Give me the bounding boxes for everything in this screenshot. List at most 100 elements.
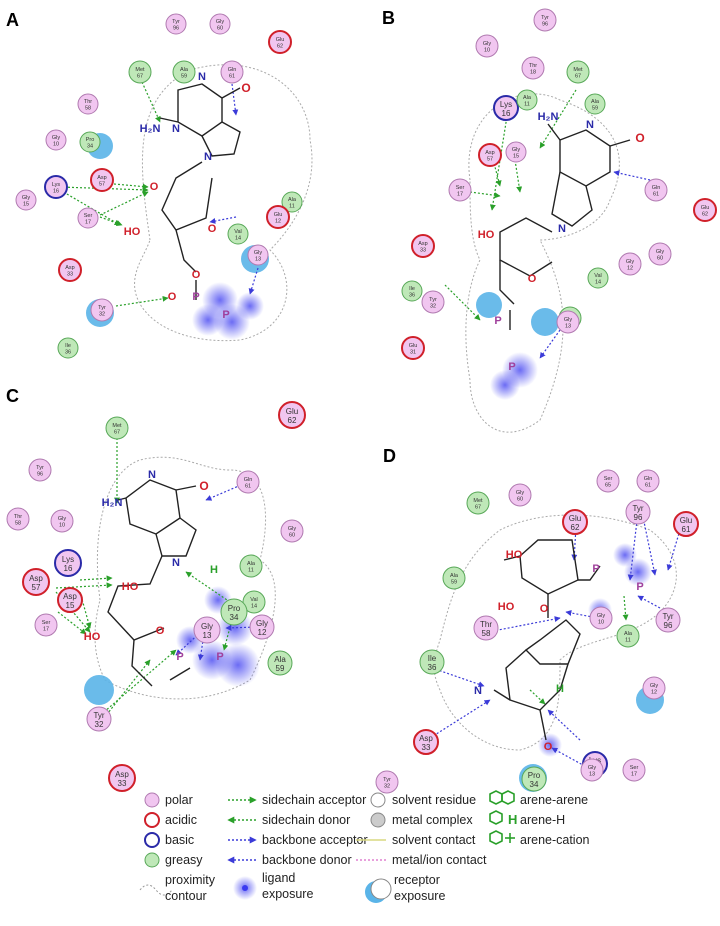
residue-name: Asp	[97, 175, 106, 181]
residue-number: 96	[664, 621, 673, 630]
residue-disc	[693, 198, 717, 222]
residue-name: Val	[250, 597, 258, 603]
residue-disc	[493, 95, 519, 121]
residue-disc	[616, 624, 640, 648]
residue-disc	[636, 469, 660, 493]
residue-disc	[77, 93, 99, 115]
svg-text:P: P	[192, 291, 199, 303]
exposure-blobs	[84, 133, 664, 792]
svg-text:H₂N: H₂N	[538, 111, 559, 123]
residue-disc	[448, 178, 472, 202]
svg-text:HO: HO	[478, 229, 495, 241]
residue-disc	[239, 554, 263, 578]
residue-number: 32	[384, 784, 390, 790]
residue-disc	[281, 191, 303, 213]
residue-number: 15	[23, 202, 29, 208]
residue-number: 62	[288, 416, 297, 425]
svg-text:O: O	[241, 81, 250, 95]
residue-number: 33	[118, 779, 127, 788]
residue-number: 61	[245, 484, 251, 490]
residue-name: Pro	[228, 604, 241, 613]
residue-name: Gly	[254, 250, 263, 256]
residue-name: Pro	[86, 137, 95, 143]
residue-number: 61	[229, 74, 235, 80]
residue-disc	[247, 244, 269, 266]
residue-name: Gly	[564, 317, 573, 323]
residue-disc	[622, 758, 646, 782]
residue-name: Lys	[52, 182, 61, 188]
residue-number: 67	[575, 74, 581, 80]
residue-disc	[278, 401, 306, 429]
residue-number: 13	[565, 324, 571, 330]
residue-disc	[227, 223, 249, 245]
residue-name: Thr	[84, 99, 92, 105]
panel-label-d: D	[383, 446, 396, 466]
legend-label-sidechain-donor: sidechain donor	[262, 813, 350, 827]
residue-number: 59	[276, 664, 285, 673]
residue-number: 62	[702, 212, 708, 218]
residue-name: Glu	[276, 37, 285, 43]
svg-text:O: O	[540, 603, 549, 615]
legend-label-solvent-residue: solvent residue	[392, 793, 476, 807]
residue-name: Ala	[288, 197, 297, 203]
panel-label-b: B	[382, 8, 395, 28]
residue-number: 58	[15, 521, 21, 527]
legend-label-solvent-contact: solvent contact	[392, 833, 476, 847]
svg-text:HO: HO	[122, 581, 139, 593]
residue-name: Gly	[288, 526, 297, 532]
residue-number: 34	[230, 613, 239, 622]
residue-disc	[105, 416, 129, 440]
residue-number: 34	[530, 780, 539, 789]
residue-disc	[411, 234, 435, 258]
residue-name: Val	[594, 273, 602, 279]
residue-name: Tyr	[172, 19, 180, 25]
residue-name: Gly	[256, 619, 268, 628]
residue-disc	[478, 143, 502, 167]
residue-number: 17	[85, 220, 91, 226]
residue-number: 13	[589, 772, 595, 778]
svg-text:P: P	[216, 651, 223, 663]
legend-swatch-arene-cation	[489, 830, 515, 845]
residue-number: 10	[53, 142, 59, 148]
svg-text:P: P	[176, 651, 183, 663]
residue-name: Pro	[528, 771, 541, 780]
residue-disc	[220, 598, 248, 626]
residue-disc	[625, 499, 651, 525]
residue-number: 32	[99, 312, 105, 318]
residue-number: 33	[422, 743, 431, 752]
svg-text:P: P	[222, 309, 229, 321]
residue-name: Asp	[419, 734, 433, 743]
residue-name: Gly	[216, 19, 225, 25]
residue-number: 59	[181, 74, 187, 80]
residue-disc	[580, 758, 604, 782]
residue-name: Lys	[500, 100, 512, 109]
residue-disc	[466, 491, 490, 515]
residue-number: 58	[85, 106, 91, 112]
residue-name: Glu	[409, 343, 418, 349]
residue-number: 60	[657, 256, 663, 262]
residue-number: 13	[255, 257, 261, 263]
legend-swatch-greasy	[144, 852, 160, 868]
residue-number: 12	[275, 219, 281, 225]
